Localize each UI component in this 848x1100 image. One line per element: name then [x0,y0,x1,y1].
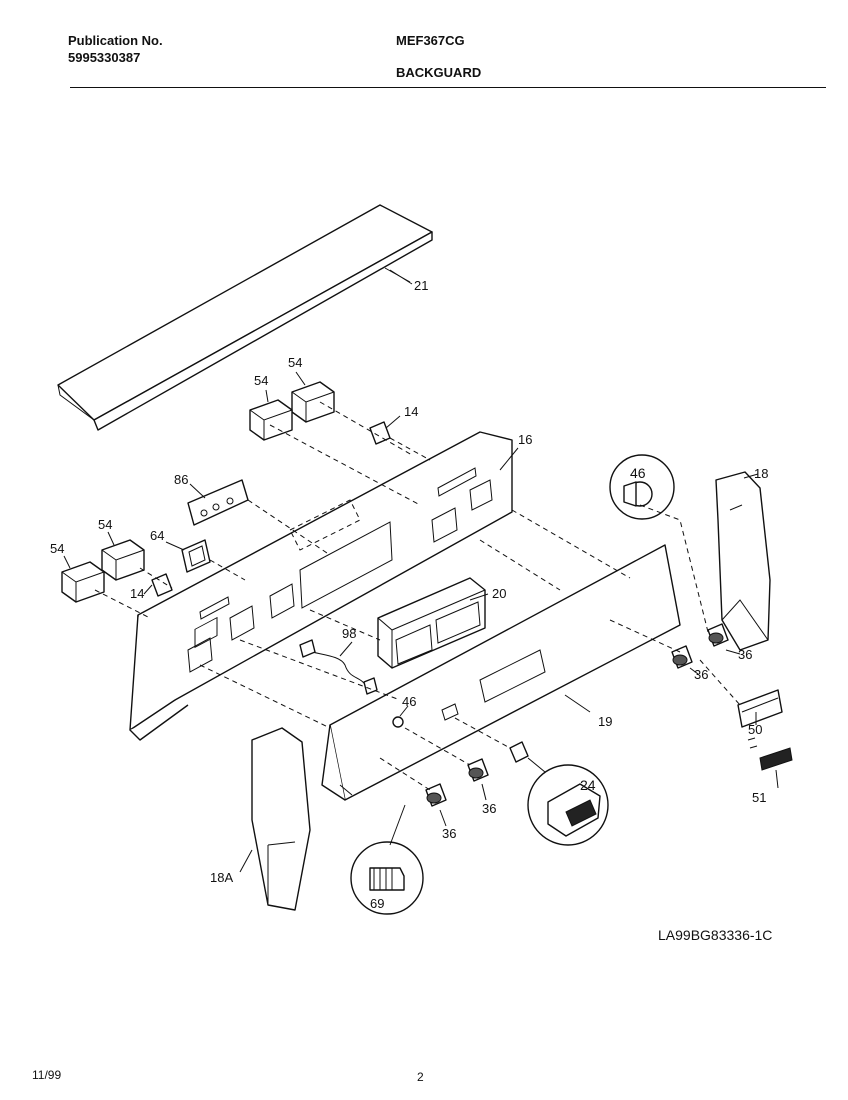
model-number: MEF367CG [396,33,465,48]
footer-date: 11/99 [32,1068,62,1082]
label-20: 20 [492,586,506,601]
label-54-b: 54 [254,373,268,388]
drawing-code: LA99BG83336-1C [658,927,772,943]
part-36-knob-c [467,758,489,782]
part-54-switch-c [101,539,145,581]
label-51: 51 [752,790,766,805]
label-46-detail: 46 [630,465,646,481]
label-54-a: 54 [288,355,302,370]
part-16-rear-panel [129,431,513,741]
part-36-knob-d [425,783,447,807]
section-title: BACKGUARD [396,65,482,80]
label-36-b: 36 [694,667,708,682]
label-64: 64 [150,528,164,543]
part-21-top-trim [57,204,433,431]
label-36-d: 36 [442,826,456,841]
part-54-switch-a [291,381,335,423]
publication-number: 5995330387 [68,50,141,65]
part-46-lens-lower [392,716,404,728]
part-36-knob-a [707,623,729,647]
part-18-right-end-cap [715,471,771,651]
part-14-connector-lower [151,573,173,597]
label-16: 16 [518,432,532,447]
label-46-lower: 46 [402,694,416,709]
part-18a-left-end-cap [251,727,311,911]
label-14-upper: 14 [404,404,418,419]
part-20-clock-control [377,577,486,669]
part-54-switch-d [61,561,105,603]
part-64-indicator-light [181,539,211,573]
part-14-connector-upper [369,421,391,445]
leader-lines [63,269,779,873]
label-36-a: 36 [738,647,752,662]
part-19-control-panel [321,544,681,801]
alignment-lines [94,401,741,791]
label-19: 19 [598,714,612,729]
label-18: 18 [754,466,768,481]
label-36-c: 36 [482,801,496,816]
label-50: 50 [748,722,762,737]
label-21: 21 [414,278,428,293]
label-69: 69 [370,896,384,911]
label-54-d: 54 [50,541,64,556]
part-24-switch-detail [509,741,609,846]
part-69-screw-detail [350,804,424,915]
label-54-c: 54 [98,517,112,532]
label-86: 86 [174,472,188,487]
part-36-knob-b [671,645,693,669]
label-14-lower: 14 [130,586,144,601]
part-46-detail-circle [609,454,675,520]
label-24: 24 [580,777,596,793]
part-98-wire-harness [299,639,378,695]
label-98: 98 [342,626,356,641]
publication-label: Publication No. [68,33,163,48]
page-number: 2 [417,1070,424,1084]
part-51-strip [747,737,793,771]
part-54-switch-b [249,399,293,441]
label-18a: 18A [210,870,233,885]
part-50-badge [737,689,783,728]
header-divider [70,87,826,88]
part-86-terminal-board [187,479,249,526]
